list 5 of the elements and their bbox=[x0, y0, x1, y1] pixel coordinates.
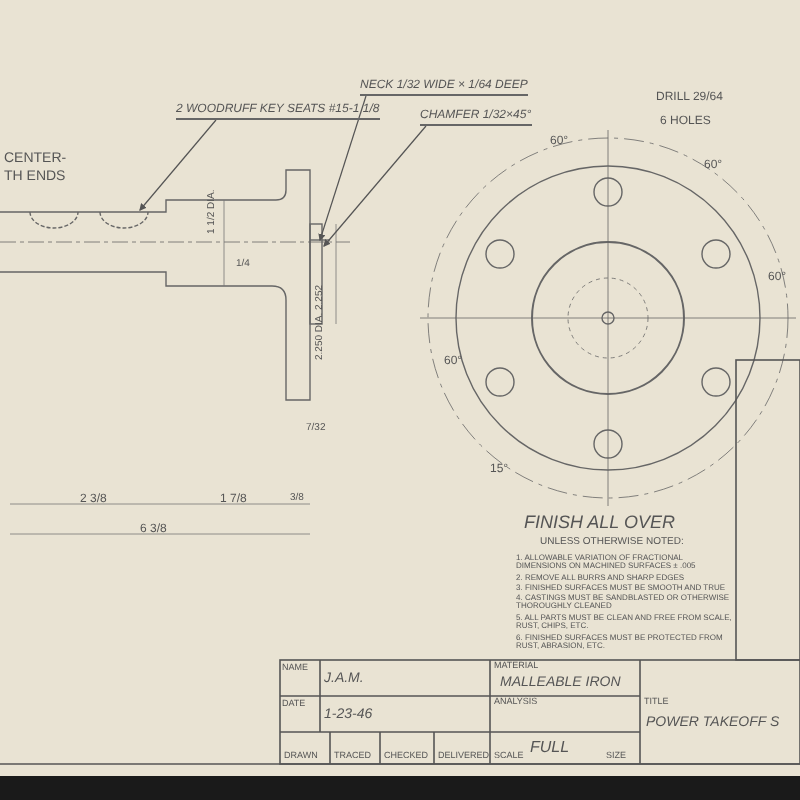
note-heading: FINISH ALL OVER bbox=[524, 514, 676, 534]
leader-line bbox=[139, 119, 217, 211]
leader-line bbox=[318, 95, 367, 242]
title-block-value: FULL bbox=[530, 740, 570, 758]
leader-line bbox=[323, 125, 427, 247]
